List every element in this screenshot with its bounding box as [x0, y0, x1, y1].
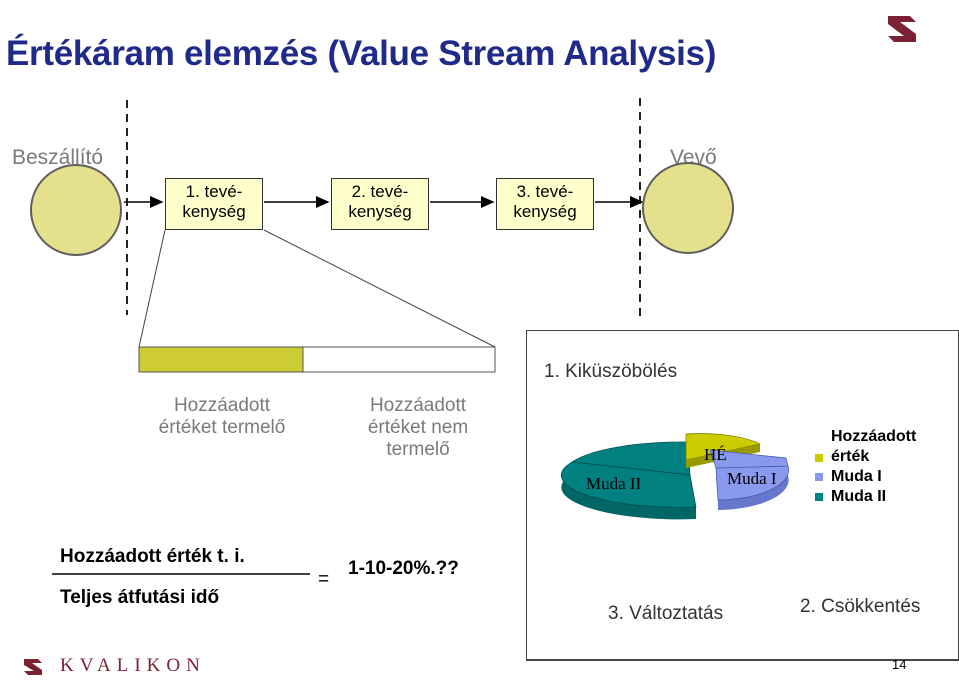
change-label: 3. Változtatás: [608, 603, 724, 624]
pie-slice-he: [685, 433, 762, 461]
reduce-label: 2. Csökkentés: [800, 596, 921, 617]
legend-swatch-muda-ii: [815, 492, 823, 501]
legend-swatch-muda-i: [815, 472, 823, 481]
legend-item-muda-ii: Muda II: [815, 487, 955, 507]
legend-swatch-value-added: [815, 454, 823, 462]
chart-legend: Hozzáadott érték Muda I Muda II: [815, 427, 955, 507]
pie-slice-muda-ii-side: [561, 462, 696, 520]
slice-label-muda-ii: Muda II: [586, 474, 642, 493]
non-value-added-label: Hozzáadott értéket nem termelő: [367, 395, 469, 460]
pie-chart: Muda II HÉ Muda I: [560, 433, 789, 520]
slice-label-he: HÉ: [704, 445, 727, 464]
ratio-numerator: Hozzáadott érték t. i.: [60, 546, 245, 567]
pie-slice-muda-i: [715, 465, 789, 501]
ratio-denominator: Teljes átfutási idő: [60, 587, 220, 608]
legend-item-value-added: Hozzáadott érték: [815, 427, 955, 467]
supplier-label: Beszállító: [12, 146, 104, 169]
kvalikon-logo-icon: [880, 6, 924, 50]
page-title: Értékáram elemzés (Value Stream Analysis…: [6, 34, 717, 73]
pie-slice-muda-ii: [571, 441, 691, 476]
ratio-value: 1-10-20%.??: [348, 558, 459, 579]
activity-3-box: 3. tevé- kenység: [496, 178, 594, 230]
supplier-node: [30, 164, 122, 256]
customer-node: [642, 162, 734, 254]
legend-item-muda-i: Muda I: [815, 467, 955, 487]
chart-title: 1. Kiküszöbölés: [544, 361, 678, 382]
kvalikon-small-logo-icon: [24, 659, 42, 675]
ratio-equals: =: [318, 569, 330, 590]
slice-label-muda-i: Muda I: [727, 469, 777, 488]
footer-divider: [526, 660, 959, 661]
value-added-label: Hozzáadott értéket termelő: [158, 395, 286, 438]
activity-2-box: 2. tevé- kenység: [331, 178, 429, 230]
activity-1-box: 1. tevé- kenység: [165, 178, 263, 230]
page-number: 14: [892, 657, 907, 672]
footer-brand: KVALIKON: [60, 655, 206, 676]
